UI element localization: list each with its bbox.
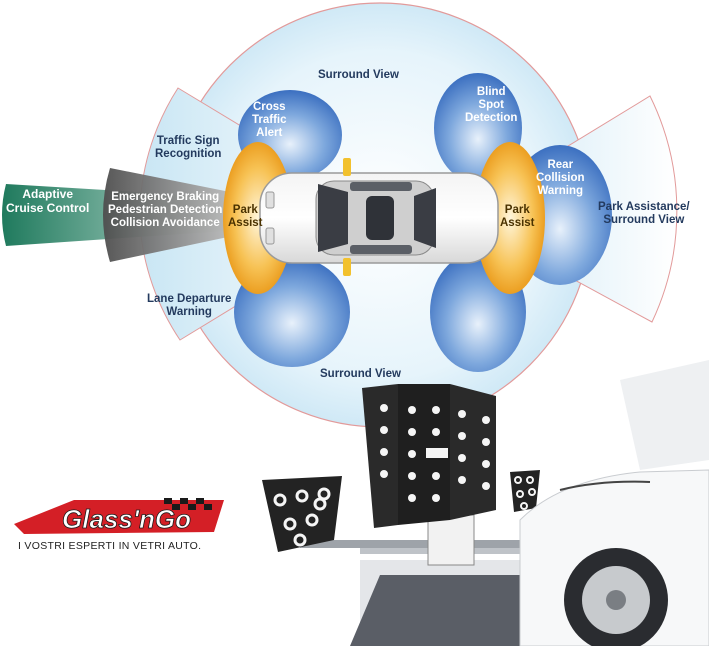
emergency-braking-zone [103,168,270,262]
label-surround-view-top: Surround View [318,69,399,81]
logo-brand-text: Glass'nGo [62,504,191,534]
calibration-board-left [362,384,496,528]
calibration-rig [262,360,709,646]
label-emergency-braking: Emergency Braking Pedestrian Detection C… [108,191,223,230]
label-rear-collision-warning: Rear Collision Warning [536,159,585,198]
calibration-plate-right [510,470,540,512]
car-top-view [259,158,499,276]
label-park-assist-front: Park Assist [228,204,263,230]
label-surround-view-bottom: Surround View [320,368,401,380]
white-car-front [519,360,709,646]
logo-tagline: I VOSTRI ESPERTI IN VETRI AUTO. [18,540,202,552]
label-blind-spot-detection: Blind Spot Detection [465,86,518,125]
logo-speed-graphic: Glass'nGo [14,498,224,534]
label-lane-departure-warning: Lane Departure Warning [147,293,232,319]
label-traffic-sign-recognition: Traffic Sign Recognition [155,135,222,161]
park-assist-rear-zone [475,142,545,294]
label-adaptive-cruise-control: Adaptive Cruise Control [6,187,90,215]
label-park-assistance-surround-view: Park Assistance/ Surround View [598,201,690,227]
label-cross-traffic-alert: Cross Traffic Alert [252,101,287,140]
brand-logo: Glass'nGo [14,494,234,564]
calibration-plate-left [262,476,342,552]
label-park-assist-rear: Park Assist [500,204,535,230]
